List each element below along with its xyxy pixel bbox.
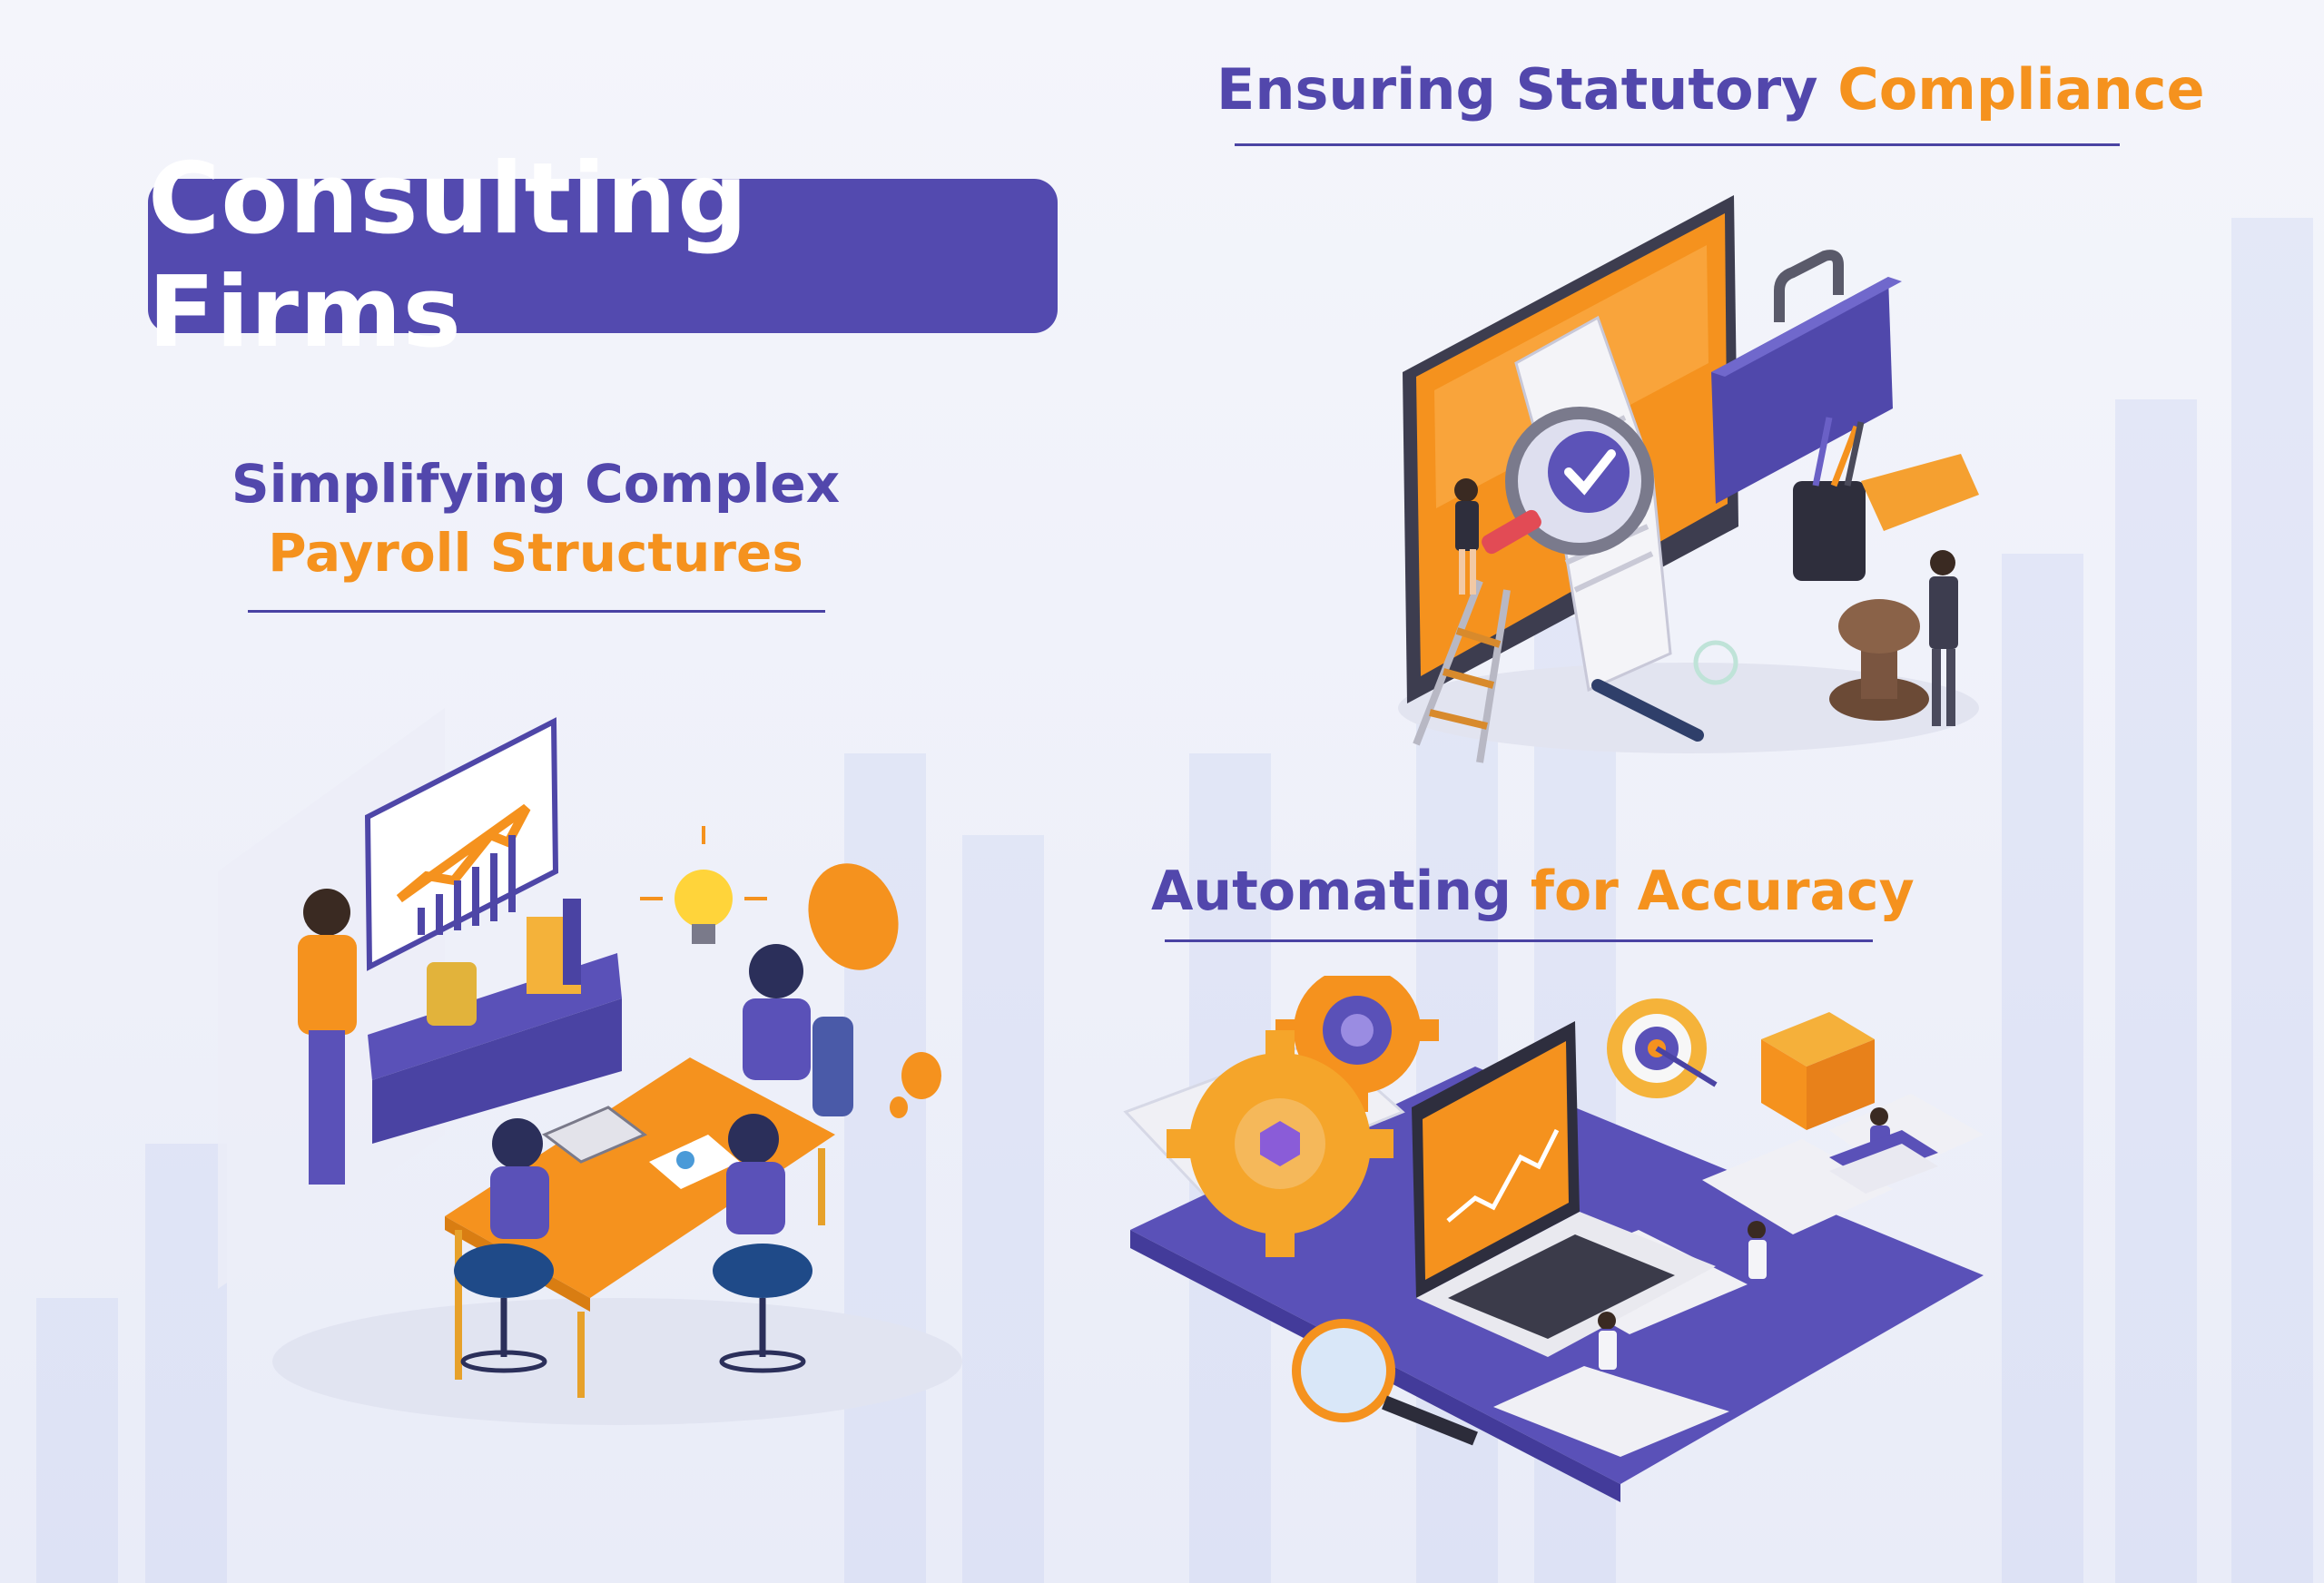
background-bar — [36, 1298, 118, 1583]
compliance-heading: Ensuring Statutory Compliance — [1216, 56, 2205, 123]
compliance-heading-part2: Compliance — [1837, 56, 2205, 123]
payroll-heading-line2: Payroll Structures — [268, 522, 803, 584]
title-banner: Consulting Firms — [148, 143, 1058, 369]
compliance-heading-part1: Ensuring Statutory — [1216, 56, 1818, 123]
automation-illustration — [1123, 976, 1984, 1502]
background-bar — [145, 1144, 227, 1583]
payroll-illustration — [218, 708, 962, 1425]
background-bar — [2231, 218, 2313, 1583]
background-bar — [962, 835, 1044, 1583]
page-title: Consulting Firms — [148, 143, 749, 369]
automation-underline — [1165, 939, 1873, 942]
compliance-underline — [1235, 143, 2120, 146]
compliance-illustration — [1398, 195, 1979, 763]
payroll-heading: Simplifying Complex Payroll Structures — [218, 449, 853, 587]
payroll-underline — [248, 610, 825, 613]
background-bar — [2115, 399, 2197, 1583]
automation-heading-part1: Automating — [1151, 860, 1512, 923]
automation-heading: Automating for Accuracy — [1151, 860, 1915, 923]
payroll-heading-line1: Simplifying Complex — [231, 453, 841, 515]
automation-heading-part2: for Accuracy — [1530, 860, 1915, 923]
background-bar — [2002, 554, 2083, 1583]
